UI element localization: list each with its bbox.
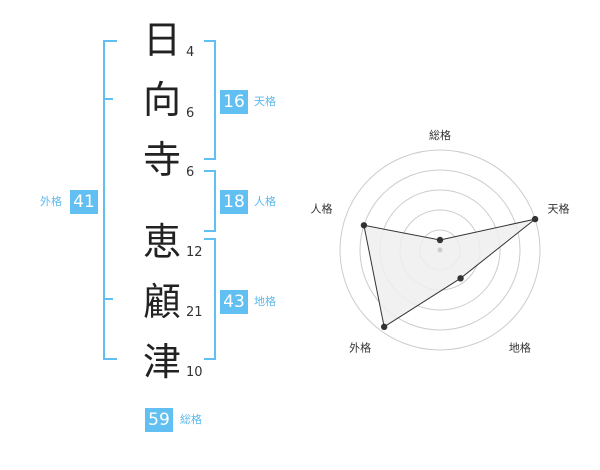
name-char-1: 日 xyxy=(142,18,181,62)
chikaku-bracket-bottom xyxy=(204,358,216,360)
jinkaku-bracket-vertical xyxy=(214,170,216,232)
soukaku-label: 総格 xyxy=(180,413,202,426)
jinkaku-bracket-bottom xyxy=(204,230,216,232)
radar-point-5 xyxy=(360,222,368,229)
stroke-count-2: 6 xyxy=(186,106,195,121)
radar-point-4 xyxy=(380,323,388,331)
gaikaku-label: 外格 xyxy=(40,195,62,208)
radar-axis-label: 天格 xyxy=(548,201,570,215)
tenkaku-label: 天格 xyxy=(254,95,276,108)
radar-axis-label: 総格 xyxy=(429,128,451,142)
radar-axis-label: 人格 xyxy=(310,201,332,215)
radar-center-point xyxy=(437,247,443,253)
gaikaku-value: 41 xyxy=(70,190,98,214)
stroke-count-3: 6 xyxy=(186,165,195,180)
chikaku-bracket-top xyxy=(204,238,216,240)
soukaku-value: 59 xyxy=(145,408,173,432)
radar-grid-ring xyxy=(339,149,541,351)
jinkaku-bracket-top xyxy=(204,170,216,172)
name-char-5: 顧 xyxy=(142,280,181,324)
stroke-count-4: 12 xyxy=(186,245,203,260)
jinkaku-value: 18 xyxy=(220,190,248,214)
jinkaku-label: 人格 xyxy=(254,195,276,208)
stroke-count-5: 21 xyxy=(186,305,203,320)
tenkaku-bracket-top xyxy=(204,40,216,42)
stroke-count-6: 10 xyxy=(186,365,203,380)
gaikaku-tick-1 xyxy=(103,98,113,100)
radar-point-2 xyxy=(531,215,539,223)
tenkaku-value: 16 xyxy=(220,90,248,114)
gaikaku-bracket-bottom xyxy=(103,358,117,360)
gaikaku-bracket-top xyxy=(103,40,117,42)
name-char-2: 向 xyxy=(142,78,181,122)
radar-series-polygon xyxy=(363,218,536,328)
chikaku-bracket-vertical xyxy=(214,238,216,360)
name-char-6: 津 xyxy=(142,340,181,384)
name-char-4: 恵 xyxy=(142,220,181,264)
name-char-3: 寺 xyxy=(142,138,181,182)
radar-axis-label: 地格 xyxy=(509,341,531,355)
radar-point-3 xyxy=(457,275,464,282)
radar-grid-ring xyxy=(359,169,521,331)
gaikaku-bracket-vertical xyxy=(103,40,105,360)
stroke-count-1: 4 xyxy=(186,45,195,60)
gaikaku-tick-2 xyxy=(103,298,113,300)
chikaku-value: 43 xyxy=(220,290,248,314)
tenkaku-bracket-vertical xyxy=(214,40,216,160)
radar-axis-label: 外格 xyxy=(349,341,371,355)
radar-point-1 xyxy=(436,236,444,244)
tenkaku-bracket-bottom xyxy=(204,158,216,160)
chikaku-label: 地格 xyxy=(254,295,276,308)
